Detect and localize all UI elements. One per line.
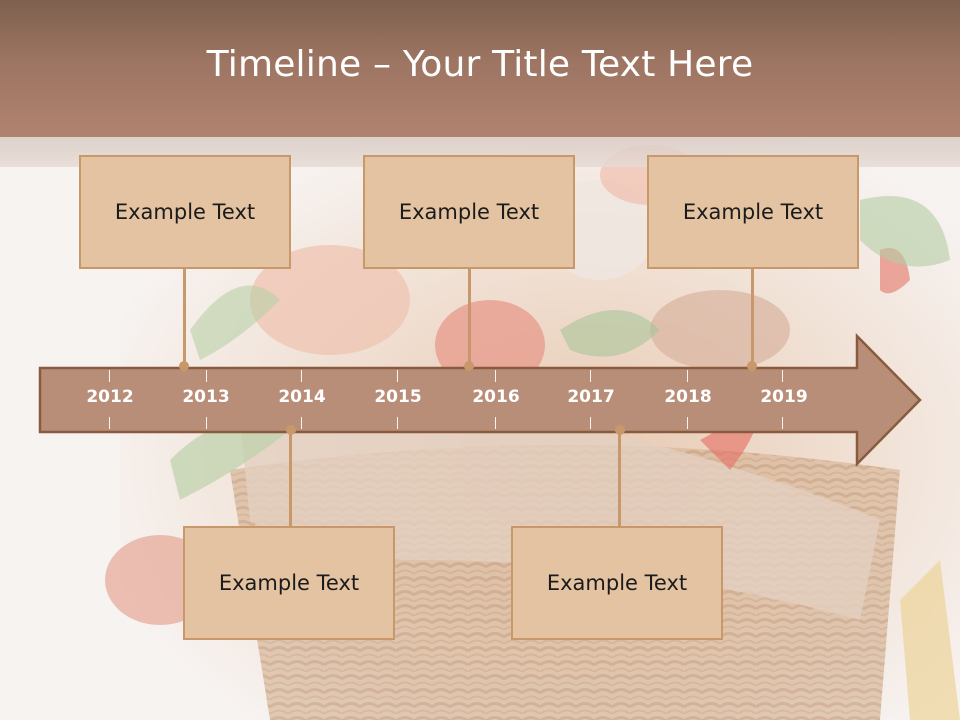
event-marker-below-2 bbox=[615, 425, 625, 435]
event-box-below-1[interactable]: Example Text bbox=[183, 526, 395, 640]
year-label-2018: 2018 bbox=[664, 387, 712, 407]
year-tick-top-2018 bbox=[687, 370, 688, 382]
event-marker-above-2 bbox=[464, 361, 474, 371]
year-label-2015: 2015 bbox=[374, 387, 422, 407]
year-tick-top-2016 bbox=[495, 370, 496, 382]
event-connector-above-2 bbox=[468, 269, 471, 365]
event-box-above-1[interactable]: Example Text bbox=[79, 155, 291, 269]
event-box-above-2[interactable]: Example Text bbox=[363, 155, 575, 269]
year-tick-bottom-2014 bbox=[301, 417, 302, 429]
year-label-2012: 2012 bbox=[86, 387, 134, 407]
year-tick-top-2017 bbox=[590, 370, 591, 382]
year-tick-bottom-2013 bbox=[206, 417, 207, 429]
title-bar bbox=[0, 0, 960, 137]
event-connector-below-2 bbox=[618, 432, 621, 526]
year-label-2016: 2016 bbox=[472, 387, 520, 407]
event-marker-below-1 bbox=[286, 425, 296, 435]
arrow-shape bbox=[38, 332, 922, 468]
year-tick-top-2013 bbox=[206, 370, 207, 382]
slide-title: Timeline – Your Title Text Here bbox=[206, 44, 754, 85]
year-tick-top-2014 bbox=[301, 370, 302, 382]
year-tick-bottom-2015 bbox=[397, 417, 398, 429]
year-tick-top-2015 bbox=[397, 370, 398, 382]
year-label-2019: 2019 bbox=[760, 387, 808, 407]
year-tick-bottom-2016 bbox=[495, 417, 496, 429]
event-connector-below-1 bbox=[289, 432, 292, 526]
year-tick-top-2012 bbox=[109, 370, 110, 382]
event-connector-above-3 bbox=[751, 269, 754, 365]
year-tick-bottom-2012 bbox=[109, 417, 110, 429]
event-marker-above-3 bbox=[747, 361, 757, 371]
year-tick-bottom-2019 bbox=[782, 417, 783, 429]
year-tick-bottom-2018 bbox=[687, 417, 688, 429]
event-box-below-2[interactable]: Example Text bbox=[511, 526, 723, 640]
year-tick-bottom-2017 bbox=[590, 417, 591, 429]
year-tick-top-2019 bbox=[782, 370, 783, 382]
year-label-2017: 2017 bbox=[567, 387, 615, 407]
year-label-2013: 2013 bbox=[182, 387, 230, 407]
year-label-2014: 2014 bbox=[278, 387, 326, 407]
event-marker-above-1 bbox=[179, 361, 189, 371]
event-connector-above-1 bbox=[183, 269, 186, 365]
event-box-above-3[interactable]: Example Text bbox=[647, 155, 859, 269]
